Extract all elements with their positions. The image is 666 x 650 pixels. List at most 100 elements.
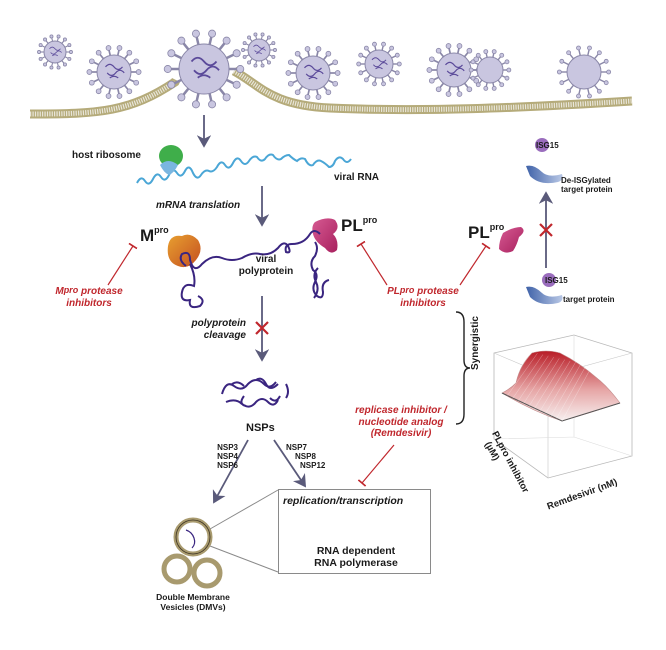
inset-connector-bottom [209, 545, 279, 573]
viral-polyprotein-label-line1: viral [255, 254, 277, 265]
plpro-right-label: PLpro [468, 222, 505, 243]
blocked-x-icon [255, 321, 269, 335]
target-protein-icon [526, 286, 563, 305]
arrow-to-replication [273, 439, 307, 488]
plpro-right-main: PL [468, 223, 490, 242]
de-isgylated-protein-icon [526, 165, 563, 184]
surface-mesh-line [539, 360, 571, 411]
mpro-label-sup: pro [154, 225, 169, 235]
dmv-label: Double Membrane Vesicles (DMVs) [138, 592, 248, 613]
virus-particles [37, 29, 612, 109]
polyprotein-cleavage-line1: polyprotein [191, 318, 246, 329]
replicase-line3: (Remdesivir) [370, 428, 432, 439]
arrow-to-dmv [212, 439, 249, 504]
dmv-line1: Double Membrane [156, 592, 230, 602]
synergistic-brace [455, 311, 471, 425]
nsp8-label: NSP8 [295, 452, 316, 462]
de-isgylated-line2: target protein [561, 185, 613, 195]
polyprotein-cleavage-label: polyprotein cleavage [174, 318, 246, 341]
host-ribosome-label: host ribosome [72, 150, 141, 161]
mpro-label: Mpro [140, 225, 169, 246]
plpro-label-main: PL [341, 216, 363, 235]
surface-mesh-line [507, 353, 538, 396]
double-membrane-vesicles-icon [161, 517, 223, 589]
nsps-label: NSPs [246, 422, 275, 434]
isg15-top-label: ISG15 [536, 141, 559, 150]
surface-mesh-line [561, 365, 593, 422]
viral-rna-label: viral RNA [334, 172, 380, 183]
mpro-inhibitors-label: Mpro protease inhibitors [44, 285, 134, 309]
dmv-line2: Vesicles (DMVs) [160, 601, 226, 612]
replication-inset-box [278, 489, 431, 574]
surface-mesh-line [501, 351, 533, 394]
virus-particle-icon [163, 29, 245, 109]
nsp-left-list: NSP3 NSP4 NSP6 [202, 443, 238, 471]
replicase-inhibition-line [357, 444, 395, 487]
plpro-enzyme-right-icon [499, 227, 524, 253]
surface-mesh-line [518, 355, 549, 401]
virus-particle-icon [86, 45, 142, 99]
plpro-inhibitors-label: PLpro protease inhibitors [378, 285, 468, 309]
synergy-surface-plot [493, 334, 633, 479]
mrna-translation-label: mRNA translation [156, 200, 241, 211]
viral-polyprotein-label: viral polyprotein [236, 254, 296, 277]
virus-particle-icon [241, 32, 277, 68]
virus-particle-icon [37, 34, 73, 70]
virus-particle-icon [556, 45, 612, 99]
virus-particle-icon [426, 43, 482, 97]
polyprotein-cleavage-line2: cleavage [203, 329, 246, 341]
de-isgylated-label: De-ISGylated target protein [561, 176, 613, 194]
mpro-inhibitors-rest: protease [78, 286, 123, 297]
viral-polyprotein-strand [179, 230, 330, 309]
virus-particle-icon [356, 41, 402, 87]
surface-base-edge [501, 392, 621, 422]
nsp6-label: NSP6 [217, 461, 238, 471]
nsps-tangle [221, 377, 289, 408]
plpro-label-sup: pro [362, 215, 378, 225]
surface-mesh-line [512, 354, 544, 399]
rdrp-line1: RNA dependent [316, 545, 396, 557]
plpro-inhibitors-rest: protease [414, 286, 459, 297]
surface-mesh-line [550, 363, 582, 417]
isg15-bottom-label: ISG15 [545, 276, 568, 285]
replicase-line1: replicase inhibitor / [355, 405, 447, 416]
surface-mesh-line [523, 356, 555, 404]
plpro-inhibitors-sup: pro [399, 285, 415, 295]
mpro-inhibitors-line2: inhibitors [66, 297, 112, 309]
mpro-inhibition-line [107, 242, 138, 286]
mpro-inhibitors-sup: pro [63, 285, 79, 295]
plpro-inhibitors-main: PL [387, 286, 400, 297]
viral-polyprotein-label-line2: polyprotein [238, 265, 294, 277]
isg15-bottom-icon [542, 273, 556, 287]
virus-particle-icon [468, 49, 512, 91]
mpro-inhibitors-line1: Mpro protease [44, 285, 134, 298]
plpro-label: PLpro [341, 215, 378, 236]
blocked-x-icon-right [539, 223, 553, 237]
nsp3-label: NSP3 [217, 443, 238, 452]
plpro-right-sup: pro [489, 222, 505, 232]
inset-connector-top [209, 489, 279, 530]
mpro-inhibitors-main: M [55, 286, 64, 297]
plpro-inhibitors-line1: PLpro protease [378, 285, 468, 298]
virus-particle-icon [285, 46, 341, 100]
plpro-inhibitors-line2: inhibitors [400, 297, 446, 309]
de-isgylated-line1: De-ISGylated [561, 176, 611, 185]
nsp4-label: NSP4 [217, 452, 238, 462]
surface-mesh-line [545, 362, 576, 414]
plpro-enzyme-icon [312, 218, 338, 253]
host-ribosome-icon [159, 145, 183, 175]
isg15-top-icon [535, 138, 549, 152]
replicase-inhibitor-label: replicase inhibitor / nucleotide analog … [342, 405, 460, 440]
rdrp-label: RNA dependent RNA polymerase [300, 545, 412, 569]
target-protein-label: target protein [563, 295, 615, 304]
nsp-right-list: NSP7 NSP8 NSP12 [286, 443, 325, 471]
nsp7-label: NSP7 [286, 443, 307, 452]
nsp12-label: NSP12 [300, 461, 326, 471]
surface-mesh-line [529, 358, 560, 406]
surface-mesh-line [534, 359, 565, 409]
plpro-inhibition-line-right [459, 242, 491, 286]
mpro-label-main: M [140, 226, 155, 245]
surface-mesh-line [556, 364, 587, 419]
replication-transcription-label: replication/transcription [283, 495, 404, 507]
